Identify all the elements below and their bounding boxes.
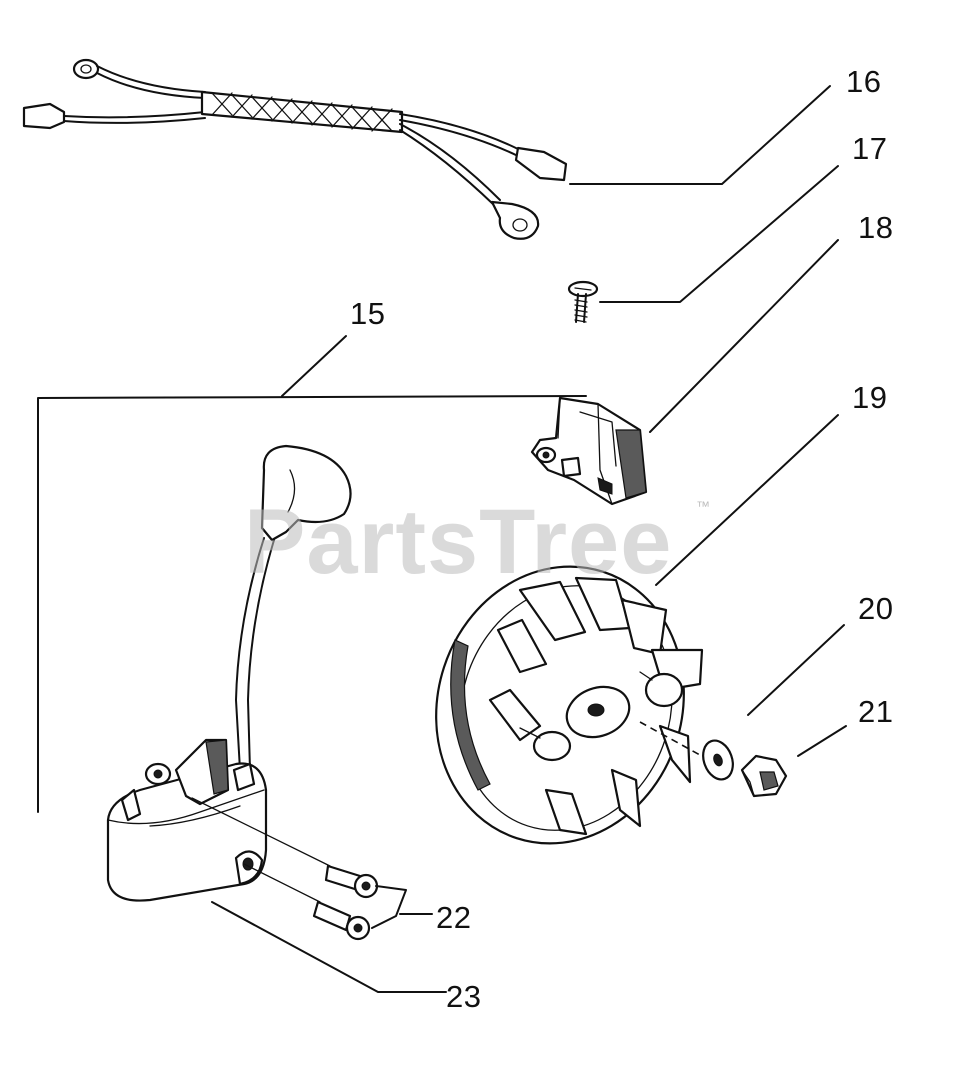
- callout-20: 20: [858, 591, 894, 626]
- callout-19: 19: [852, 380, 888, 415]
- parts-tree-watermark: PartsTree: [244, 491, 673, 593]
- trademark-symbol: ™: [696, 498, 710, 514]
- callout-18: 18: [858, 210, 894, 245]
- leader-lines: [37, 85, 847, 993]
- coil-screws-part: [191, 797, 379, 941]
- callout-16: 16: [846, 64, 882, 99]
- wire-harness-part: [22, 58, 568, 240]
- callout-15: 15: [350, 296, 386, 331]
- washer-part: [702, 739, 734, 781]
- ignition-coil-part: [106, 444, 352, 902]
- callout-23: 23: [446, 979, 482, 1014]
- switch-part: [530, 396, 648, 506]
- nut-part: [740, 754, 788, 798]
- flywheel-part: [435, 565, 721, 845]
- callout-22: 22: [436, 900, 472, 935]
- callout-17: 17: [852, 131, 888, 166]
- callout-21: 21: [858, 694, 894, 729]
- screw-part: [567, 280, 599, 323]
